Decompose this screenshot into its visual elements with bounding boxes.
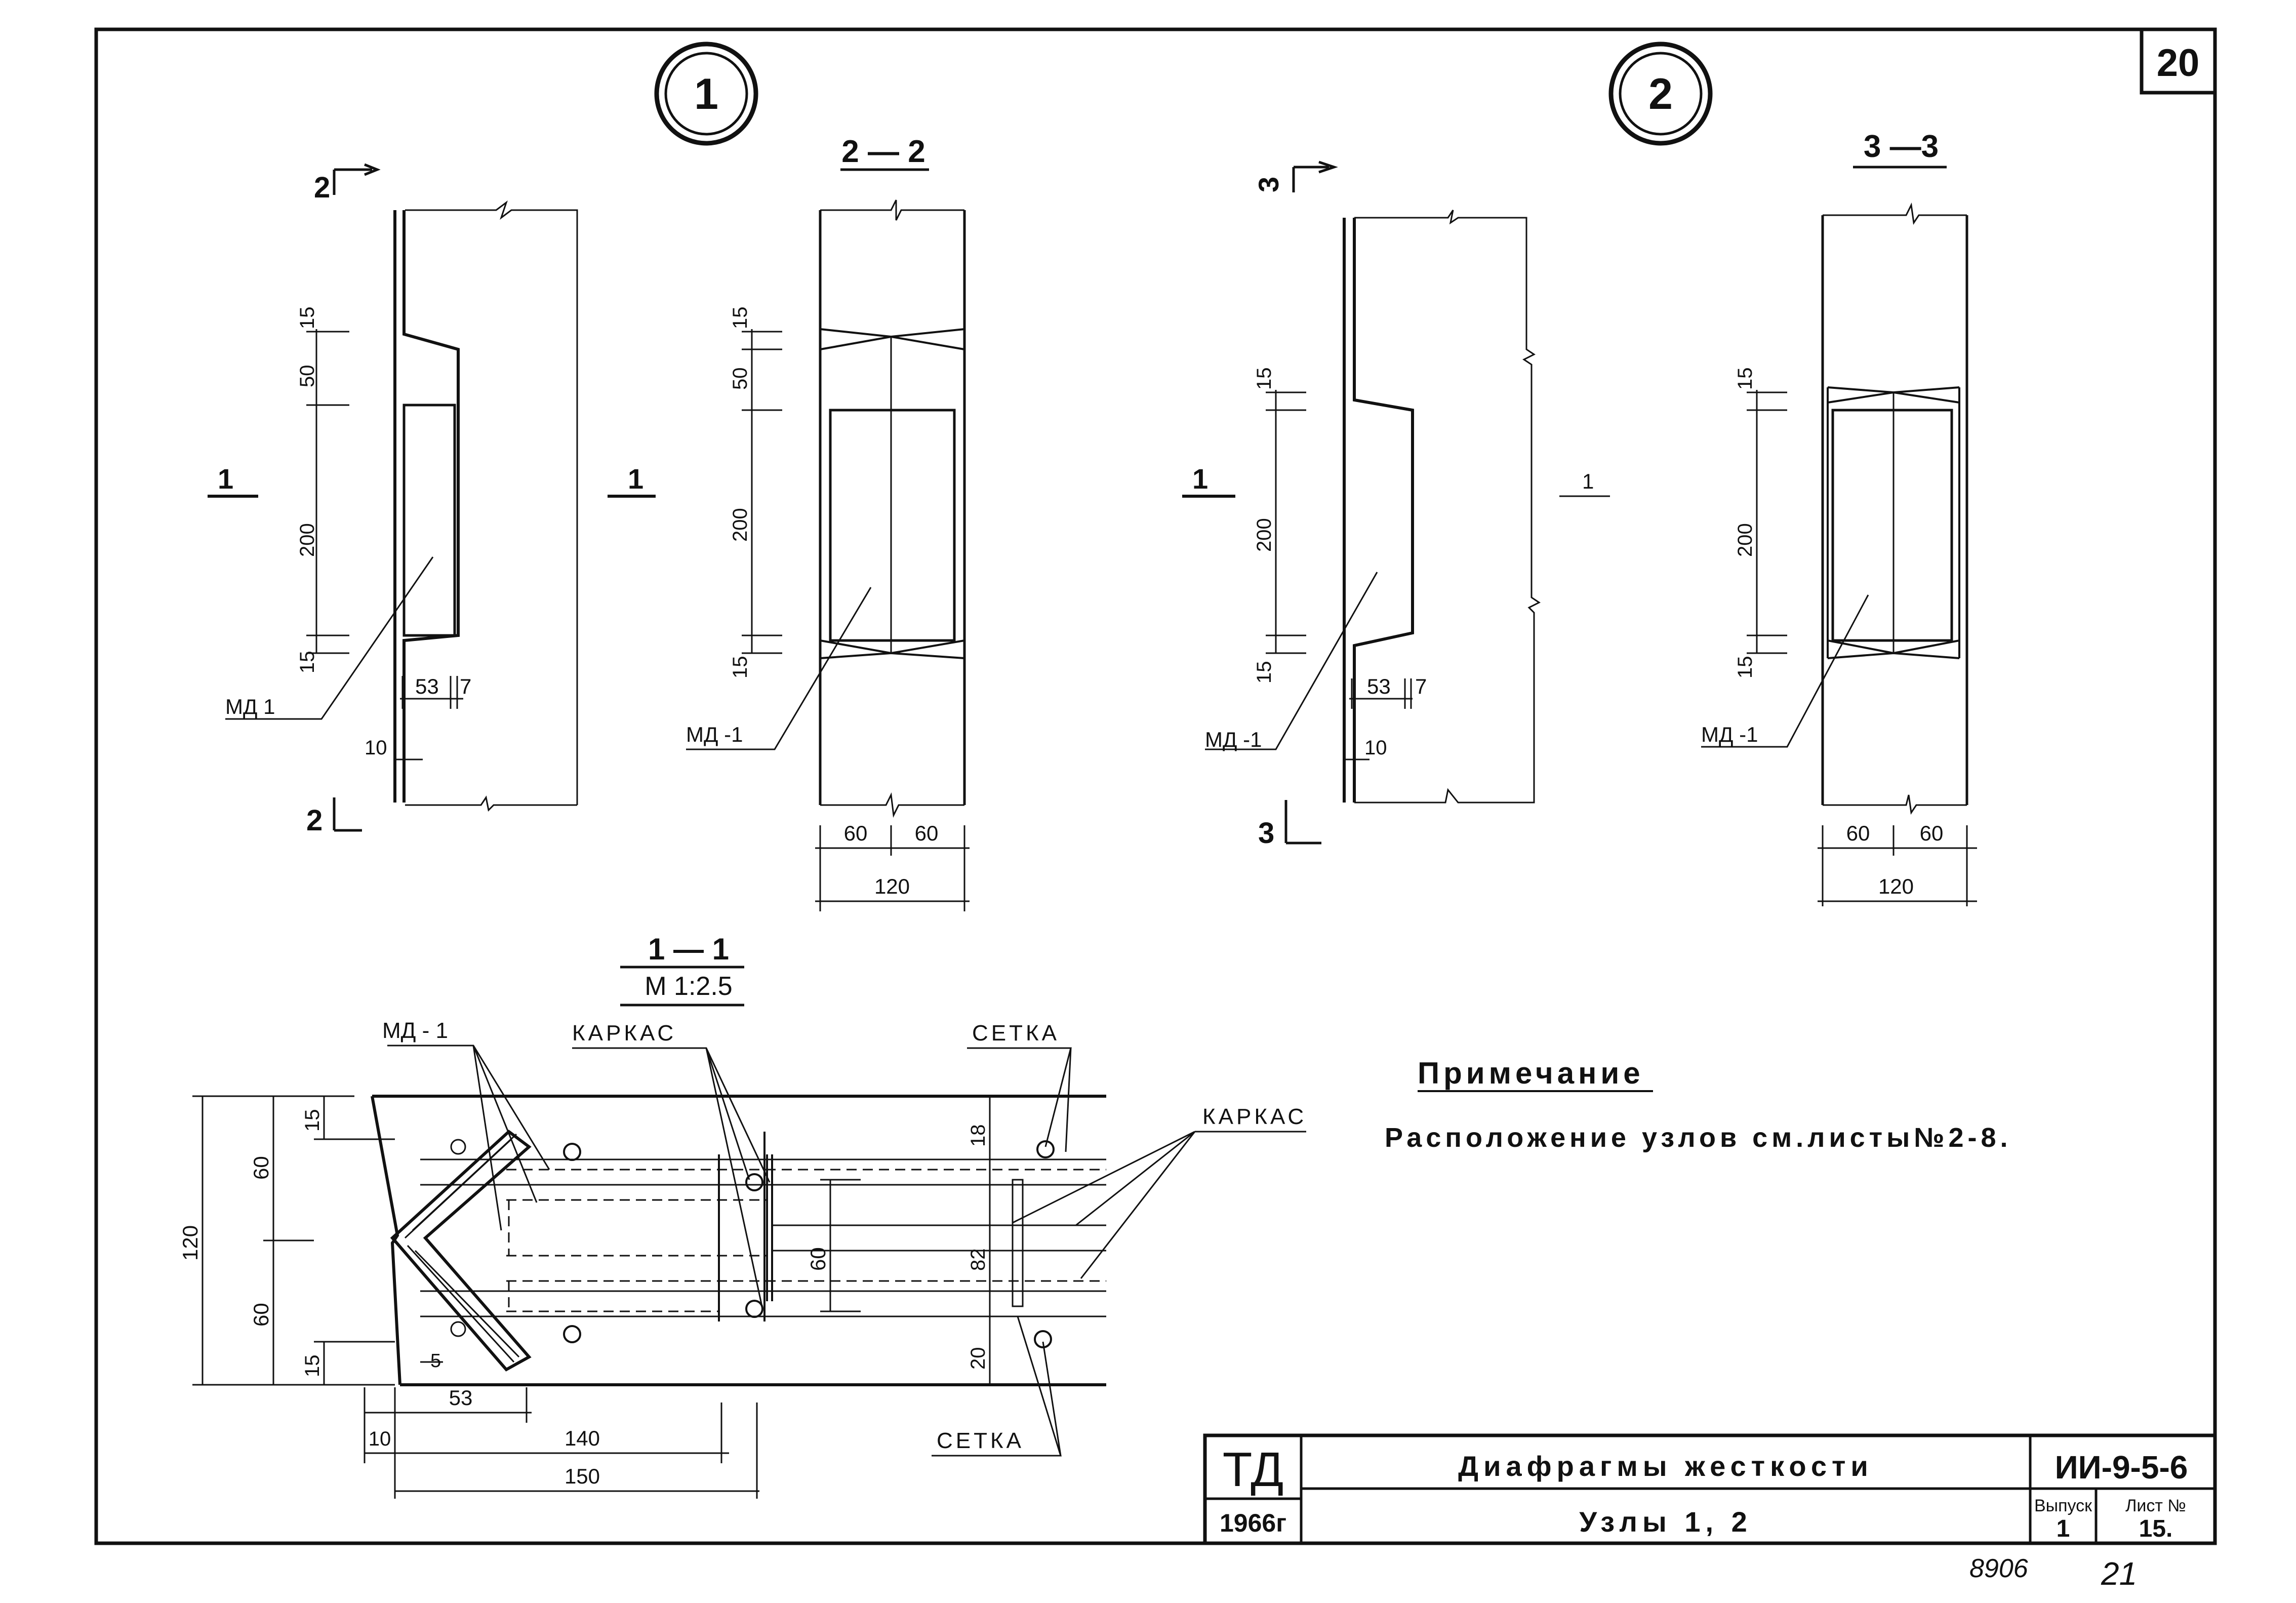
sec11-dim-120: 120 (178, 1225, 202, 1261)
sec33-dim-60b: 60 (1920, 821, 1944, 845)
node1-dim-53: 53 (415, 674, 439, 698)
title-block-year: 1966г (1220, 1509, 1286, 1537)
sec11-label-setka-top: СЕТКА (972, 1021, 1060, 1046)
title-block-sheet-value: 15. (2139, 1515, 2173, 1542)
section-3-3: 3 —3 15 200 15 60 60 120 МД -1 (1701, 129, 1977, 906)
sec11-dim-18: 18 (967, 1125, 989, 1147)
sec33-label-md: МД -1 (1701, 723, 1758, 746)
node1-dim-7: 7 (460, 674, 471, 698)
page-number-box (2140, 27, 2217, 95)
sec22-dim-200: 200 (729, 508, 751, 542)
page-number: 20 (2157, 42, 2200, 85)
title-block-issue-label: Выпуск (2034, 1496, 2092, 1515)
sec11-dim-10: 10 (369, 1428, 391, 1450)
node2-dim-7: 7 (1415, 674, 1427, 698)
callout-node-1: 1 (654, 42, 758, 146)
node2-section-mark-left: 1 (1192, 463, 1208, 495)
sec22-dim-50: 50 (729, 368, 751, 390)
sec11-label-karkas-2: КАРКАС (1202, 1104, 1307, 1129)
handwritten-number-left: 8906 (1969, 1554, 2028, 1583)
title-block-subtitle: Узлы 1, 2 (1579, 1506, 1752, 1538)
node1-section-mark-top: 2 (314, 171, 330, 204)
callout-node-2: 2 (1608, 42, 1713, 146)
sec11-label-md: МД - 1 (382, 1018, 448, 1043)
title-block-org: ТД (1223, 1442, 1283, 1497)
sec11-dim-60-inner: 60 (806, 1247, 830, 1271)
sec11-label-karkas-1: КАРКАС (572, 1021, 676, 1046)
node2-dim-53: 53 (1367, 674, 1391, 698)
node2-dim-15b: 15 (1253, 661, 1275, 684)
node1-section-mark-left: 1 (218, 463, 233, 495)
sec11-dim-60b: 60 (249, 1303, 273, 1327)
sec22-dim-15b: 15 (729, 656, 751, 679)
node1-dim-15b: 15 (296, 651, 318, 674)
sec11-dim-15a: 15 (301, 1109, 324, 1132)
section-1-1-scale: М 1:2.5 (645, 972, 732, 1001)
sec11-dim-15b: 15 (301, 1355, 324, 1378)
sec33-dim-120: 120 (1878, 874, 1914, 898)
sec11-dim-60a: 60 (249, 1156, 273, 1180)
node1-elevation: 2 2 1 1 15 50 200 15 53 7 10 МД 1 (208, 163, 656, 837)
node1-dim-200: 200 (296, 523, 318, 557)
title-block: ТД 1966г Диафрагмы жесткости Узлы 1, 2 И… (1203, 1433, 2217, 1545)
node2-label-md: МД -1 (1205, 728, 1262, 751)
handwritten-number-right: 21 (2101, 1555, 2137, 1592)
node1-dim-15a: 15 (296, 307, 318, 330)
node2-section-mark-right: 1 (1582, 469, 1594, 493)
section-1-1: 1 — 1 М 1:2.5 120 60 60 15 15 5 (178, 932, 1307, 1499)
sec11-dim-53: 53 (449, 1386, 473, 1410)
node1-dim-50: 50 (296, 365, 318, 388)
section-3-3-title: 3 —3 (1864, 129, 1939, 164)
callout-node-1-number: 1 (694, 70, 718, 118)
section-1-1-title: 1 — 1 (648, 932, 729, 966)
sec11-dim-20: 20 (967, 1347, 989, 1370)
sec11-dim-140: 140 (565, 1426, 600, 1450)
sec11-dim-82: 82 (967, 1249, 989, 1271)
title-block-sheet-label: Лист № (2125, 1496, 2186, 1515)
title-block-title: Диафрагмы жесткости (1458, 1450, 1873, 1482)
note-text: Расположение узлов см.листы№2-8. (1385, 1123, 2012, 1153)
node1-section-mark-bottom: 2 (306, 804, 323, 837)
note-heading: Примечание (1418, 1056, 1644, 1090)
node2-elevation: 3 3 1 1 15 200 15 53 7 10 МД -1 (1182, 161, 1610, 850)
sec22-dim-120: 120 (874, 874, 910, 898)
node1-dim-10: 10 (365, 737, 387, 759)
node2-dim-10: 10 (1364, 737, 1387, 759)
node1-label-md: МД 1 (225, 695, 275, 718)
node2-dim-200: 200 (1253, 518, 1275, 552)
sec22-dim-15a: 15 (729, 307, 751, 330)
sec22-label-md: МД -1 (686, 723, 743, 746)
sec33-dim-15b: 15 (1734, 656, 1756, 679)
sheet-frame (94, 27, 2217, 1545)
callout-node-2-number: 2 (1648, 70, 1673, 118)
node2-section-mark-bottom: 3 (1258, 817, 1274, 850)
node2-dim-15a: 15 (1253, 368, 1275, 390)
node2-section-mark-top: 3 (1253, 177, 1284, 192)
sec22-dim-60a: 60 (844, 821, 868, 845)
section-2-2: 2 — 2 15 50 200 15 60 60 120 МД -1 (686, 134, 970, 911)
title-block-issue-value: 1 (2057, 1515, 2070, 1542)
sec33-dim-60a: 60 (1846, 821, 1870, 845)
section-2-2-title: 2 — 2 (841, 134, 925, 169)
sec22-dim-60b: 60 (915, 821, 939, 845)
sec33-dim-15a: 15 (1734, 368, 1756, 390)
sec11-dim-5: 5 (430, 1350, 441, 1372)
node1-section-mark-right: 1 (628, 463, 643, 495)
sec33-dim-200: 200 (1734, 523, 1756, 557)
title-block-code: ИИ-9-5-6 (2055, 1449, 2188, 1486)
note-block: Примечание Расположение узлов см.листы№2… (1385, 1056, 2012, 1153)
sec11-dim-150: 150 (565, 1464, 600, 1488)
sec11-label-setka-bottom: СЕТКА (937, 1428, 1024, 1453)
